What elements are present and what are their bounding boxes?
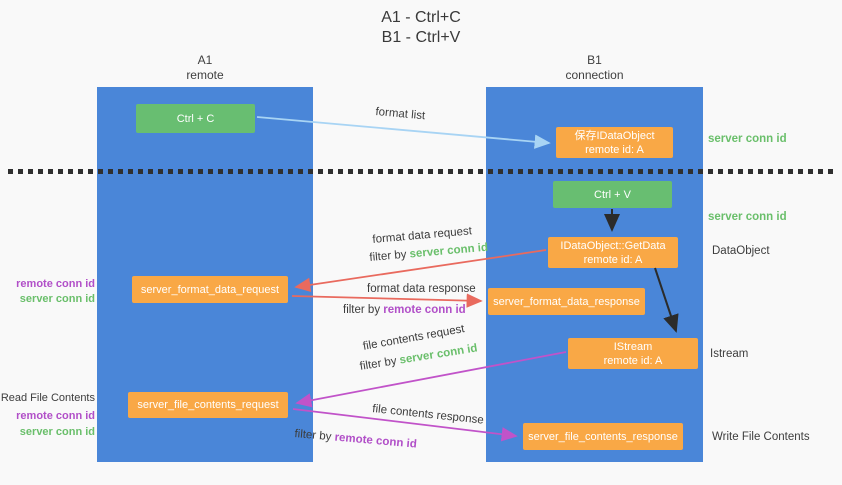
node-istream-line1: IStream xyxy=(613,340,653,353)
node-ctrl-v-label: Ctrl + V xyxy=(594,188,631,201)
title-line-1: A1 - Ctrl+C xyxy=(381,9,461,26)
node-file-response-label: server_file_contents_response xyxy=(528,430,678,443)
lane-b1-title: B1 xyxy=(587,53,602,67)
session-separator-dotted-line xyxy=(8,169,836,174)
label-format-list: format list xyxy=(374,106,426,123)
node-save-idataobject: 保存IDataObject remote id: A xyxy=(556,127,673,158)
annotation-remote-conn-id-bottom: remote conn id xyxy=(16,410,95,422)
node-server-file-contents-response: server_file_contents_response xyxy=(523,423,683,450)
label-format-data-response-filter: filter by remote conn id xyxy=(343,304,466,316)
diagram-title: A1 - Ctrl+C B1 - Ctrl+V xyxy=(0,8,842,48)
filter-by-text: filter by xyxy=(369,248,411,264)
label-file-contents-response: file contents response xyxy=(371,403,485,427)
node-getdata-line2: remote id: A xyxy=(583,253,643,266)
remote-conn-id-text: remote conn id xyxy=(334,431,418,451)
annotation-write-file-contents: Write File Contents xyxy=(712,431,810,443)
lane-header-a1: A1 remote xyxy=(97,53,313,83)
node-save-line1: 保存IDataObject xyxy=(574,129,655,142)
node-server-format-data-response: server_format_data_response xyxy=(488,288,645,315)
annotation-server-conn-id-top: server conn id xyxy=(708,133,787,145)
node-istream: IStream remote id: A xyxy=(568,338,698,369)
annotation-dataobject: DataObject xyxy=(712,245,770,257)
node-server-format-data-request: server_format_data_request xyxy=(132,276,288,303)
annotation-server-conn-id-mid: server conn id xyxy=(708,211,787,223)
remote-conn-id-text: remote conn id xyxy=(383,304,466,316)
node-idataobject-getdata: IDataObject::GetData remote id: A xyxy=(548,237,678,268)
server-conn-id-text: server conn id xyxy=(398,342,479,367)
annotation-server-conn-id-left-top: server conn id xyxy=(19,293,95,305)
node-server-file-contents-request: server_file_contents_request xyxy=(128,392,288,418)
arrow-format-data-response xyxy=(291,293,483,308)
label-format-data-request: format data request xyxy=(372,225,473,246)
lane-header-b1: B1 connection xyxy=(486,53,703,83)
annotation-server-conn-id-left-bottom: server conn id xyxy=(19,426,95,438)
node-ctrl-c: Ctrl + C xyxy=(136,104,255,133)
annotation-istream: Istream xyxy=(710,348,749,360)
node-istream-line2: remote id: A xyxy=(603,354,663,367)
lane-b1-subtitle: connection xyxy=(565,68,624,82)
annotation-read-file-contents: Read File Contents xyxy=(0,392,95,404)
node-format-request-label: server_format_data_request xyxy=(140,283,280,296)
title-line-2: B1 - Ctrl+V xyxy=(381,29,461,46)
node-save-line2: remote id: A xyxy=(585,143,644,156)
node-getdata-line1: IDataObject::GetData xyxy=(560,239,666,252)
node-format-response-label: server_format_data_response xyxy=(493,295,640,308)
filter-by-text: filter by xyxy=(343,304,384,316)
lane-a1-title: A1 xyxy=(197,53,213,67)
filter-by-text: filter by xyxy=(359,354,401,373)
lane-a1-subtitle: remote xyxy=(186,68,224,82)
label-format-data-response: format data response xyxy=(367,283,476,295)
server-conn-id-text: server conn id xyxy=(409,241,489,261)
label-format-data-request-filter: filter by server conn id xyxy=(369,242,488,264)
node-ctrl-c-label: Ctrl + C xyxy=(176,112,215,125)
node-ctrl-v: Ctrl + V xyxy=(553,181,672,208)
node-file-request-label: server_file_contents_request xyxy=(137,399,279,411)
annotation-remote-conn-id-top: remote conn id xyxy=(16,278,95,290)
